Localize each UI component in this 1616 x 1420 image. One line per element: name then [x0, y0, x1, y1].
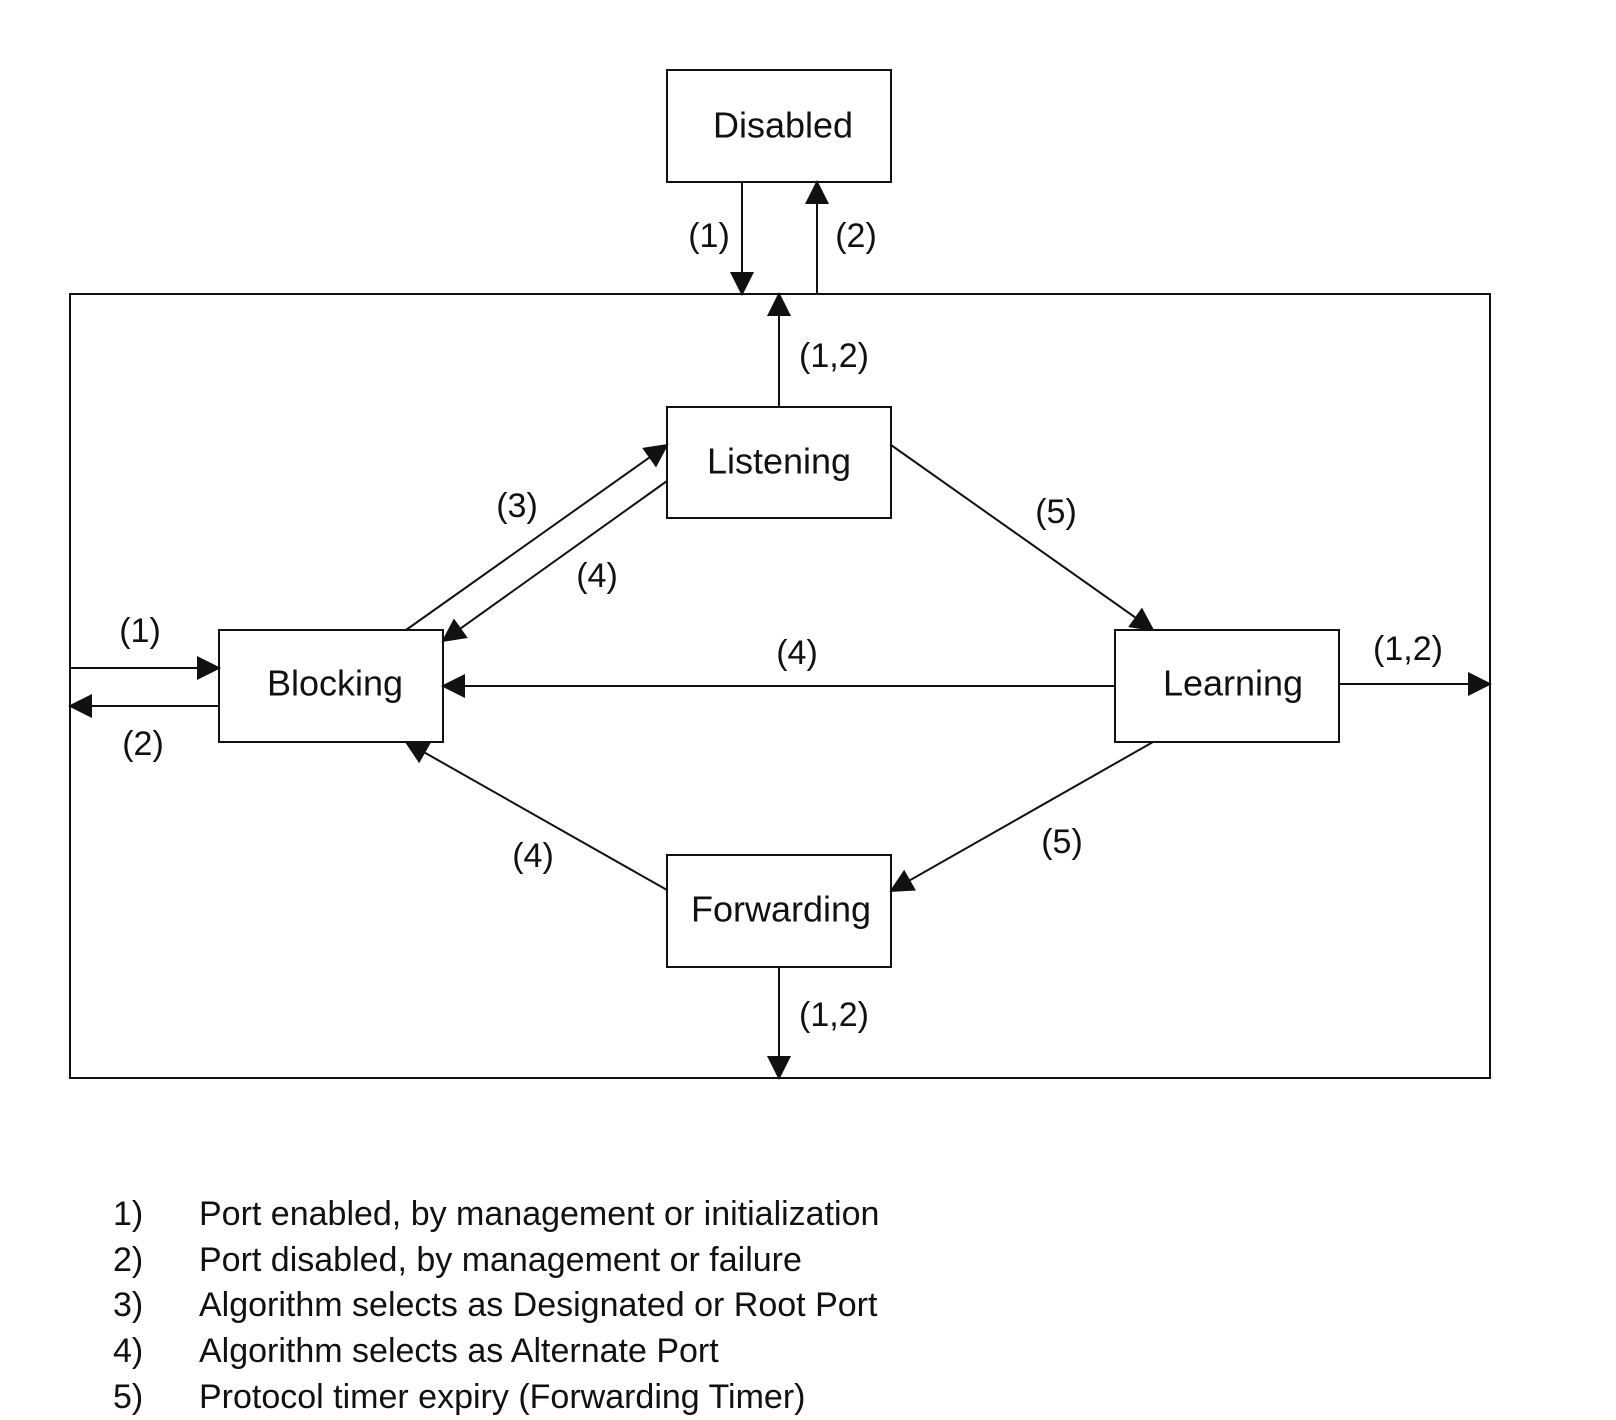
label-learning-to-blocking: (4) — [776, 634, 818, 672]
legend-item: 1) Port enabled, by management or initia… — [113, 1195, 879, 1233]
label-blocking-to-listening: (3) — [496, 487, 538, 525]
state-learning: Learning — [1114, 629, 1340, 743]
arrow-learning-to-forwarding — [889, 741, 1154, 892]
label-learning-to-forwarding: (5) — [1041, 823, 1083, 861]
label-listening-up: (1,2) — [799, 337, 869, 375]
legend-text: Protocol timer expiry (Forwarding Timer) — [199, 1378, 805, 1416]
arrow-listening-to-blocking — [441, 480, 668, 643]
label-forwarding-to-blocking: (4) — [512, 837, 554, 875]
label-left-out: (2) — [122, 725, 164, 763]
arrow-forwarding-to-blocking — [404, 741, 668, 891]
state-listening-label: Listening — [707, 441, 851, 482]
legend-text: Port enabled, by management or initializ… — [199, 1195, 879, 1233]
state-blocking-label: Blocking — [267, 663, 403, 704]
legend-item: 5) Protocol timer expiry (Forwarding Tim… — [113, 1378, 805, 1416]
legend-item: 4) Algorithm selects as Alternate Port — [113, 1332, 719, 1370]
state-blocking: Blocking — [218, 629, 444, 743]
state-disabled-label: Disabled — [713, 105, 853, 146]
legend-text: Algorithm selects as Designated or Root … — [199, 1286, 878, 1324]
legend-number: 4) — [113, 1332, 143, 1370]
state-learning-label: Learning — [1163, 663, 1303, 704]
legend-text: Port disabled, by management or failure — [199, 1241, 802, 1279]
label-disabled-enter: (1) — [688, 217, 730, 255]
arrow-listening-to-learning — [890, 444, 1155, 632]
label-left-in: (1) — [119, 612, 161, 650]
arrow-blocking-to-listening — [405, 443, 669, 631]
legend-item: 2) Port disabled, by management or failu… — [113, 1241, 802, 1279]
label-learning-right: (1,2) — [1373, 630, 1443, 668]
label-listening-to-blocking: (4) — [576, 557, 618, 595]
state-forwarding-label: Forwarding — [691, 889, 871, 930]
legend-number: 2) — [113, 1241, 143, 1279]
legend: 1) Port enabled, by management or initia… — [113, 1195, 879, 1416]
legend-number: 1) — [113, 1195, 143, 1233]
state-disabled: Disabled — [666, 69, 892, 183]
label-forwarding-down: (1,2) — [799, 996, 869, 1034]
state-listening: Listening — [666, 406, 892, 519]
legend-text: Algorithm selects as Alternate Port — [199, 1332, 719, 1370]
state-forwarding: Forwarding — [666, 854, 892, 968]
label-disabled-exit: (2) — [835, 217, 877, 255]
legend-number: 3) — [113, 1286, 143, 1324]
legend-number: 5) — [113, 1378, 143, 1416]
label-listening-to-learning: (5) — [1035, 493, 1077, 531]
legend-item: 3) Algorithm selects as Designated or Ro… — [113, 1286, 878, 1324]
